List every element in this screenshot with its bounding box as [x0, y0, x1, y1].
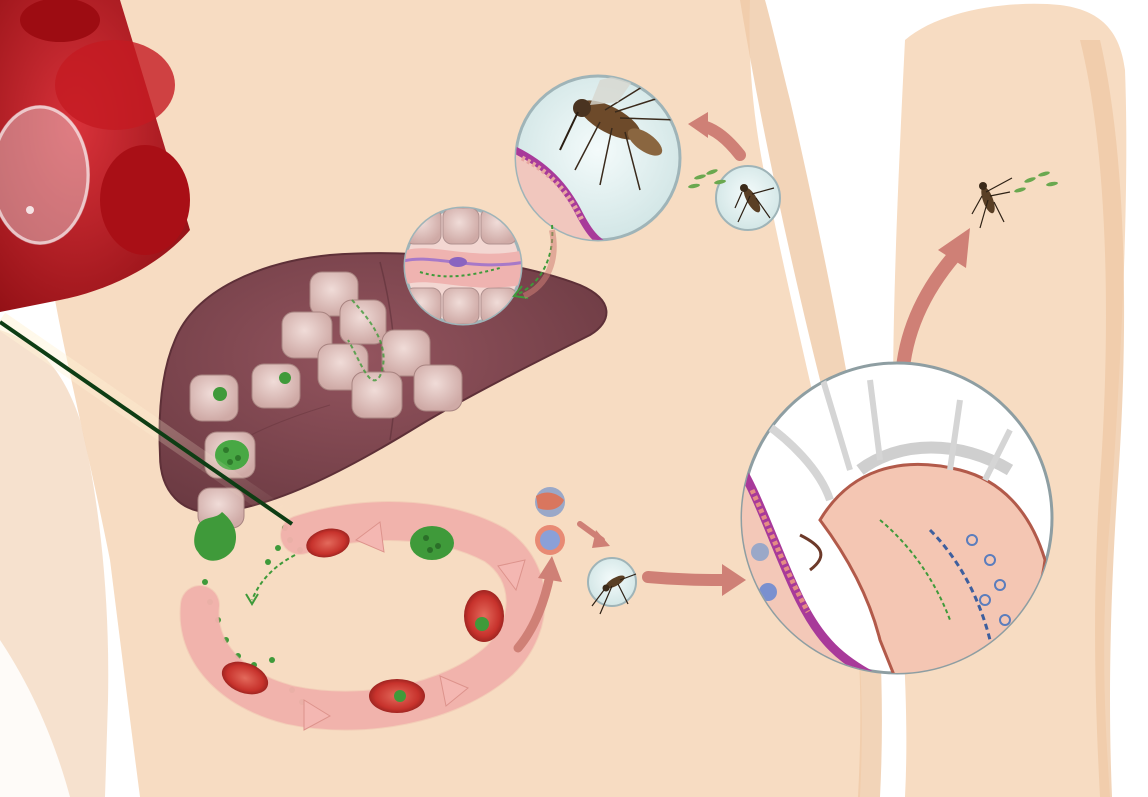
hepatocyte	[340, 300, 386, 344]
hepatocyte	[414, 365, 462, 411]
red-blood-cell-ring-stage	[369, 679, 425, 713]
hepatocyte	[352, 372, 402, 418]
gametocyte-icon	[535, 487, 565, 517]
hepatocyte-infected	[252, 364, 300, 408]
hepatocyte-infected	[190, 375, 238, 421]
gametocyte-icon	[535, 525, 565, 555]
red-blood-cell-trophozoite	[464, 590, 504, 642]
red-blood-cell-schizont	[410, 526, 454, 560]
